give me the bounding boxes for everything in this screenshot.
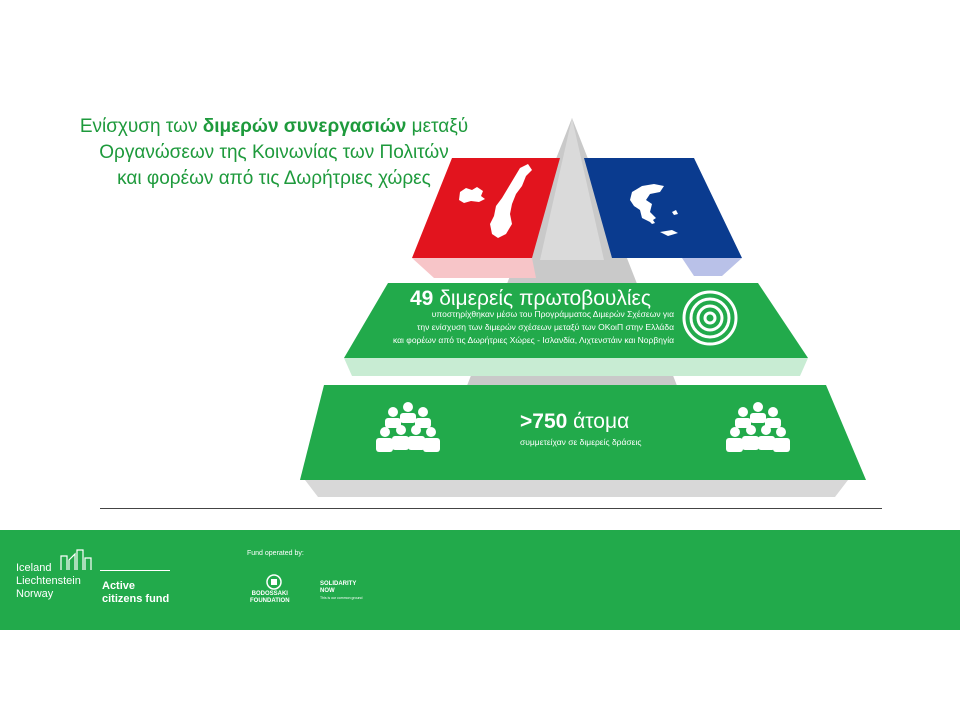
title-line1-c: μεταξύ [406, 116, 469, 137]
band2-subtext: συμμετείχαν σε διμερείς δράσεις [520, 437, 642, 447]
people-icon-right [726, 402, 790, 452]
fund-line1: Active [102, 580, 136, 592]
band2-headline-text: άτομα [567, 410, 630, 433]
band2-background [300, 385, 866, 480]
blue-panel [584, 158, 742, 258]
bodossaki-emblem-icon [266, 574, 282, 590]
donor-iceland: Iceland [16, 562, 52, 574]
pyramid-base-shadow [305, 480, 848, 497]
donor-norway: Norway [16, 588, 54, 600]
logo-rule [100, 570, 170, 571]
people-icon-left [376, 402, 440, 452]
greece-icon [630, 184, 678, 236]
band1-line2: την ενίσχυση των διμερών σχέσεων μεταξύ … [417, 322, 674, 332]
title-line2: Οργανώσεων της Κοινωνίας των Πολιτών [99, 142, 449, 163]
band1-background [344, 283, 808, 358]
fund-operated-by: Fund operated by: [247, 550, 304, 557]
solidarity-tagline: This is our common ground [320, 596, 363, 600]
target-icon [682, 290, 738, 346]
pyramid-inner-shade [540, 118, 604, 260]
donor-countries: Iceland Liechtenstein Norway [16, 562, 81, 601]
band2-headline: >750 άτομα [520, 410, 629, 434]
title-line3: και φορέων από τις Δωρήτριες χώρες [117, 168, 431, 189]
page-title: Ενίσχυση των διμερών συνεργασιών μεταξύ … [54, 114, 494, 192]
fund-line2: citizens fund [102, 593, 170, 605]
solidarity-line2: NOW [320, 588, 335, 594]
donor-liechtenstein: Liechtenstein [16, 575, 81, 587]
band1-shadow [344, 358, 808, 376]
band1-line3: και φορέων από τις Δωρήτριες Χώρες - Ισλ… [393, 335, 674, 345]
bodossaki-line2: FOUNDATION [250, 598, 290, 604]
band2-number: >750 [520, 410, 568, 433]
solidarity-line1: SOLIDARITY [320, 581, 357, 587]
red-panel-fade [412, 258, 536, 278]
title-line1-a: Ενίσχυση των [79, 116, 203, 137]
bodossaki-line1: BODOSSAKI [251, 591, 288, 597]
band1-line1: υποστηρίχθηκαν μέσω του Προγράμματος Διμ… [431, 309, 674, 319]
band1-description: υποστηρίχθηκαν μέσω του Προγράμματος Διμ… [330, 308, 674, 347]
iceland-icon [459, 187, 485, 203]
band1-headline: 49 διμερείς πρωτοβουλίες [410, 287, 651, 311]
divider-line [100, 508, 882, 509]
active-citizens-fund-logo: Active citizens fund [102, 580, 169, 606]
blue-panel-fade [682, 258, 742, 276]
title-line1-bold: διμερών συνεργασιών [202, 116, 407, 137]
band1-headline-text: διμερείς πρωτοβουλίες [433, 287, 652, 310]
solidarity-now-logo: SOLIDARITY NOW This is our common ground [320, 581, 362, 602]
bodossaki-logo: BODOSSAKI FOUNDATION [250, 591, 290, 605]
norway-icon [490, 164, 532, 238]
eea-grants-logo-icon [60, 549, 92, 570]
band1-number: 49 [410, 287, 434, 310]
footer-bar: Iceland Liechtenstein Norway Active citi… [0, 530, 960, 630]
